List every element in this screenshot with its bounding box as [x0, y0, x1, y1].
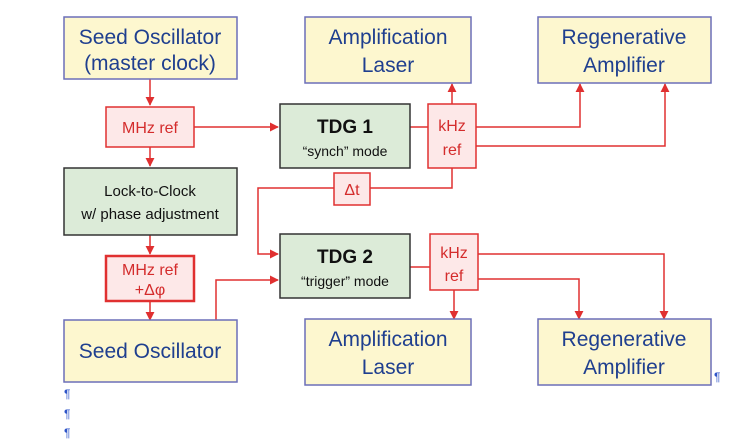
deltat-to-tdg2-arrow — [257, 187, 334, 259]
amplification-label: Amplification — [328, 26, 447, 49]
amplification-laser-top-box: Amplification Laser — [304, 16, 472, 84]
seed-oscillator-master-box: Seed Oscillator (master clock) — [63, 16, 238, 80]
delta-t-label: Δt — [344, 182, 360, 199]
seed-to-tdg2-arrow — [215, 275, 279, 320]
amplification-laser-bottom-box: Amplification Laser — [304, 318, 472, 386]
connection-lines — [145, 79, 670, 321]
khz-ref-top-box: kHz ref — [427, 103, 477, 169]
tdg2-title: TDG 2 — [317, 247, 373, 268]
ref-label: ref — [443, 142, 462, 159]
ref-label: ref — [445, 268, 464, 285]
seed-oscillator-bottom-box: Seed Oscillator — [63, 319, 238, 383]
mhz-ref-top-box: MHz ref — [105, 106, 195, 148]
seed-oscillator-master-label: Seed Oscillator — [79, 26, 221, 49]
laser-label: Laser — [362, 356, 415, 379]
khz-label: kHz — [438, 118, 466, 135]
khz-to-regen-arrow-2 — [476, 83, 670, 147]
tdg1-title: TDG 1 — [317, 117, 373, 138]
regenerative-label: Regenerative — [562, 328, 687, 351]
khz-to-regen-bottom-arrow-2 — [478, 278, 584, 320]
lock-to-clock-box: Lock-to-Clock w/ phase adjustment — [63, 167, 238, 236]
mhz-ref-phase-box: MHz ref +Δφ — [104, 254, 196, 303]
khz-label: kHz — [440, 245, 468, 262]
amplifier-label: Amplifier — [583, 356, 665, 379]
amplifier-label: Amplifier — [583, 54, 665, 77]
tdg2-box: TDG 2 “trigger” mode — [279, 233, 411, 299]
lock-to-clock-label: Lock-to-Clock — [104, 183, 196, 200]
regenerative-label: Regenerative — [562, 26, 687, 49]
pilcrow-mark: ¶ — [64, 387, 71, 401]
phase-adjustment-label: w/ phase adjustment — [80, 206, 219, 223]
pilcrow-mark: ¶ — [64, 407, 71, 421]
mhz-ref-label: MHz ref — [122, 120, 179, 137]
delta-t-box: Δt — [333, 172, 371, 206]
regenerative-amplifier-bottom-box: Regenerative Amplifier — [537, 318, 712, 386]
pilcrow-mark: ¶ — [64, 426, 71, 440]
mhz-ref-label: MHz ref — [122, 262, 179, 279]
tdg2-mode-label: “trigger” mode — [301, 273, 389, 289]
laser-label: Laser — [362, 54, 415, 77]
amplification-label: Amplification — [328, 328, 447, 351]
khz-to-regen-arrow-1 — [476, 83, 585, 128]
phase-shift-label: +Δφ — [135, 282, 165, 299]
khz-to-deltat-line — [370, 168, 453, 189]
tdg1-box: TDG 1 “synch” mode — [279, 103, 411, 169]
tdg1-mode-label: “synch” mode — [303, 143, 388, 159]
master-clock-label: (master clock) — [84, 52, 216, 75]
pilcrow-mark: ¶ — [714, 370, 721, 384]
seed-oscillator-label: Seed Oscillator — [79, 340, 221, 363]
khz-ref-bottom-box: kHz ref — [429, 233, 479, 291]
khz-to-regen-bottom-arrow-1 — [478, 253, 669, 320]
regenerative-amplifier-top-box: Regenerative Amplifier — [537, 16, 712, 84]
